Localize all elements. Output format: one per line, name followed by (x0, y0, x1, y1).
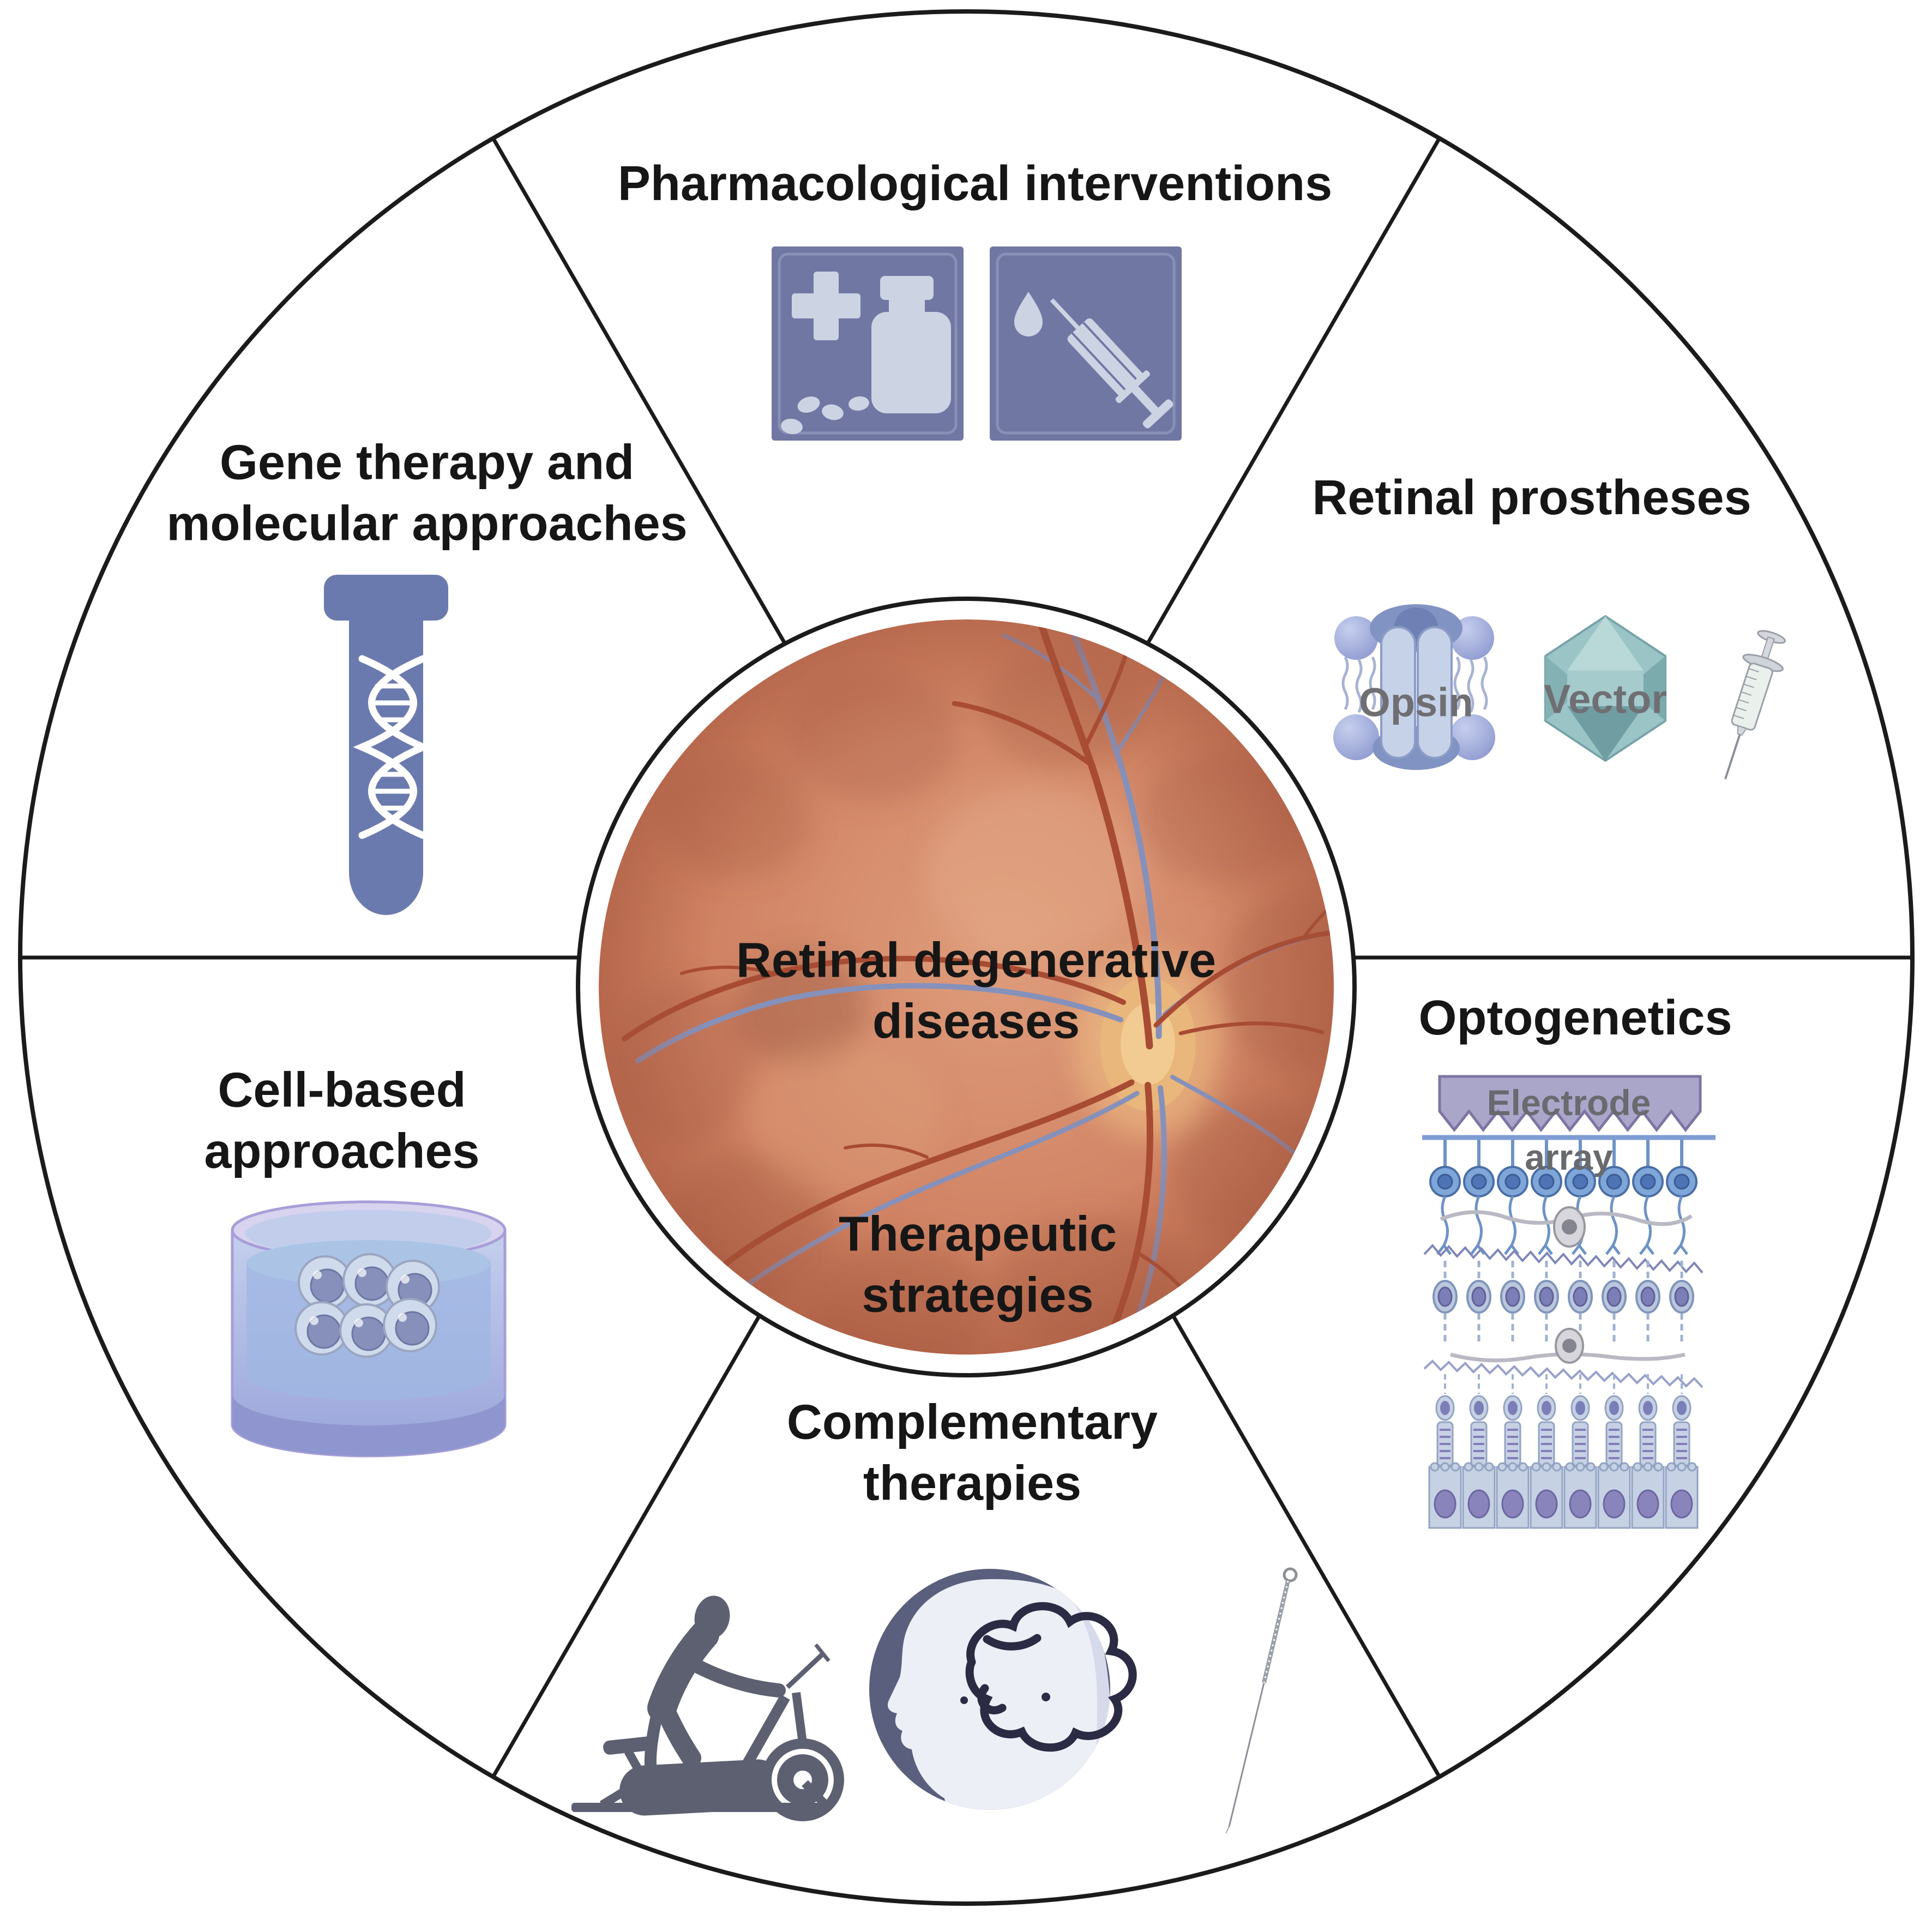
exercise-bike-icon (571, 1596, 844, 1821)
segment-label-gene-therapy: Gene therapy and molecular approaches (166, 435, 688, 551)
dna-test-tube-icon (324, 575, 448, 915)
opsin-protein-icon (1333, 604, 1495, 770)
prosthesis-syringe-icon (1724, 630, 1786, 780)
electrode-array-retina-icon (1422, 1075, 1716, 1529)
cells-cluster-icon (294, 1253, 440, 1358)
electrode-array-icon (1438, 1075, 1702, 1133)
segment-label-complementary: Complementary therapies (786, 1395, 1158, 1510)
dna-helix-icon (353, 655, 432, 839)
center-label-strategies: Therapeutic strategies (838, 1207, 1117, 1322)
opsin-label: Opsin (1359, 679, 1473, 725)
medication-panel-icon (772, 246, 964, 441)
viral-vector-icon (1544, 615, 1666, 762)
petri-dish-icon (231, 1200, 507, 1458)
pills-icon (781, 395, 920, 435)
cross-icon (792, 272, 860, 340)
segment-label-cell-based: Cell-based approaches (204, 1063, 480, 1178)
electrode-array-label-line2: array (1525, 1137, 1613, 1177)
medicine-bottle-icon (871, 276, 951, 413)
segment-label-retinal-prostheses: Retinal prostheses (1312, 471, 1752, 526)
injection-panel-icon (990, 246, 1182, 441)
segment-label-optogenetics: Optogenetics (1418, 991, 1732, 1046)
fundus-center-circle (576, 597, 1357, 1377)
vector-label: Vector (1543, 676, 1668, 722)
syringe-icon (1050, 298, 1173, 429)
droplet-icon (1014, 292, 1043, 336)
acupuncture-needle-icon (1225, 1567, 1298, 1834)
tangled-thoughts-icon (965, 1602, 1137, 1752)
center-label-diseases: Retinal degenerative diseases (736, 933, 1217, 1049)
electrode-array-label-line1: Electrode (1486, 1082, 1651, 1123)
segment-label-pharmacological: Pharmacological interventions (617, 157, 1333, 212)
